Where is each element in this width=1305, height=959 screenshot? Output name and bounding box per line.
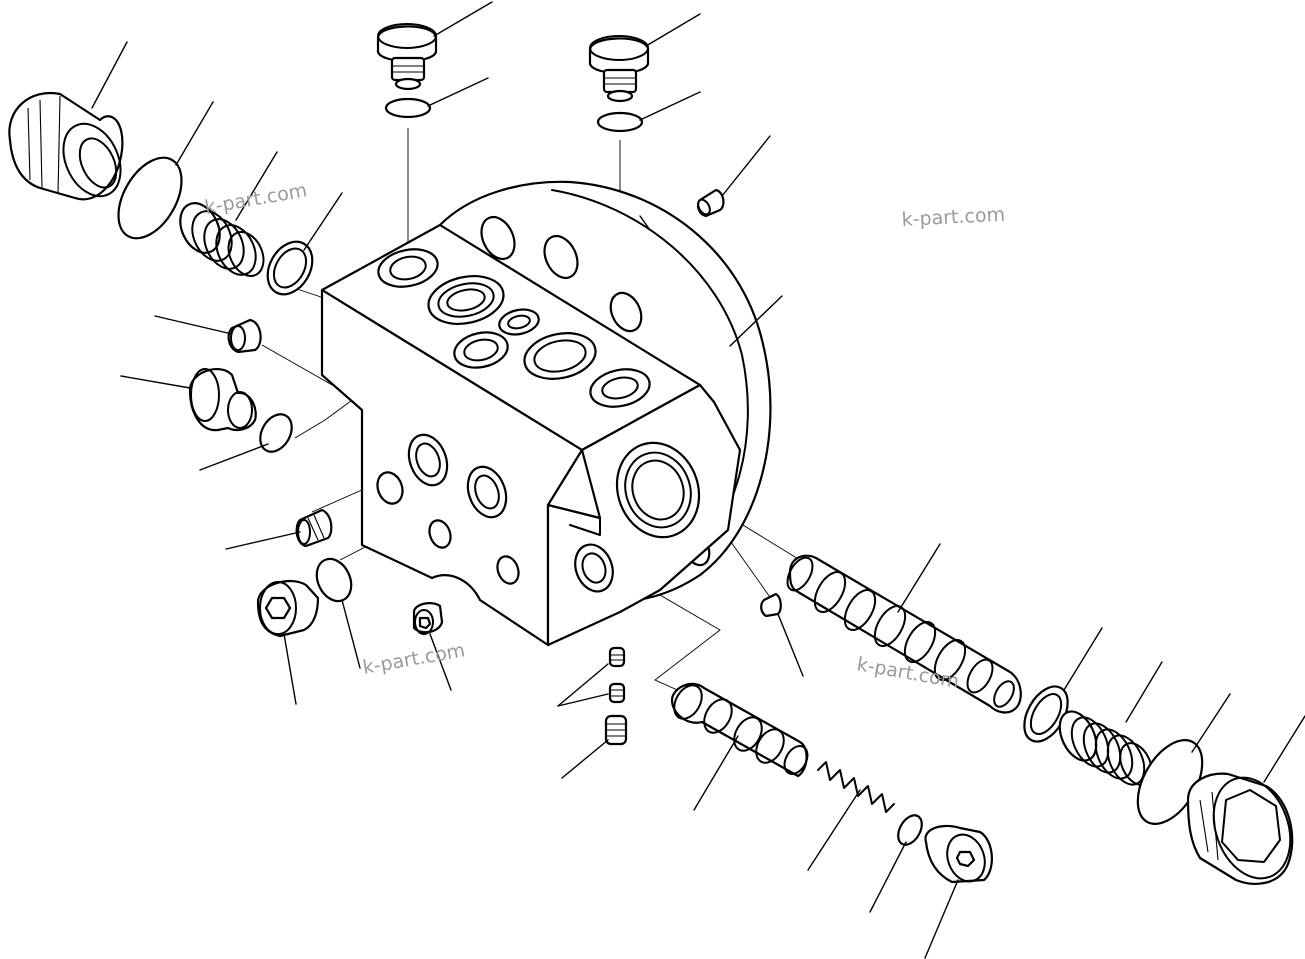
plug-lower-left	[258, 581, 318, 636]
o-ring	[254, 409, 298, 458]
watermark-text: k-part.com	[361, 639, 467, 679]
spring-upper-left	[173, 197, 271, 282]
detent-pins	[606, 648, 626, 744]
o-ring-inner	[1025, 689, 1068, 739]
body-left-face	[322, 290, 582, 645]
large-plug-right	[1188, 767, 1304, 889]
o-ring	[598, 113, 642, 131]
top-plug-screw-1	[378, 24, 436, 89]
o-ring	[259, 234, 322, 302]
flange-hole	[605, 288, 647, 336]
check-pin	[761, 594, 781, 616]
top-plug-screw-2	[590, 36, 648, 101]
o-ring	[893, 811, 926, 849]
main-spool-right	[782, 553, 1020, 712]
plug-left-middle	[190, 369, 256, 430]
o-ring	[310, 553, 358, 606]
o-ring-inner	[267, 243, 312, 293]
small-plug	[229, 320, 261, 352]
plug-lower-right	[925, 826, 991, 887]
leader-lines	[92, 2, 1305, 958]
watermark-text: k-part.com	[901, 204, 1005, 231]
o-ring	[386, 99, 430, 117]
o-ring	[105, 147, 194, 249]
small-screw	[414, 603, 442, 634]
set-screw	[297, 510, 332, 546]
flange-hole	[538, 231, 584, 284]
side-ports	[373, 429, 712, 596]
valve-body	[322, 182, 770, 645]
lower-spool	[669, 680, 813, 778]
spring-right	[1053, 706, 1158, 791]
watermark-text: k-part.com	[203, 179, 309, 219]
top-ports	[375, 244, 653, 412]
flange-hole	[475, 212, 521, 265]
spring-lower	[818, 762, 894, 812]
dowel-pin	[696, 190, 724, 216]
large-plug-upper-left	[9, 93, 131, 205]
